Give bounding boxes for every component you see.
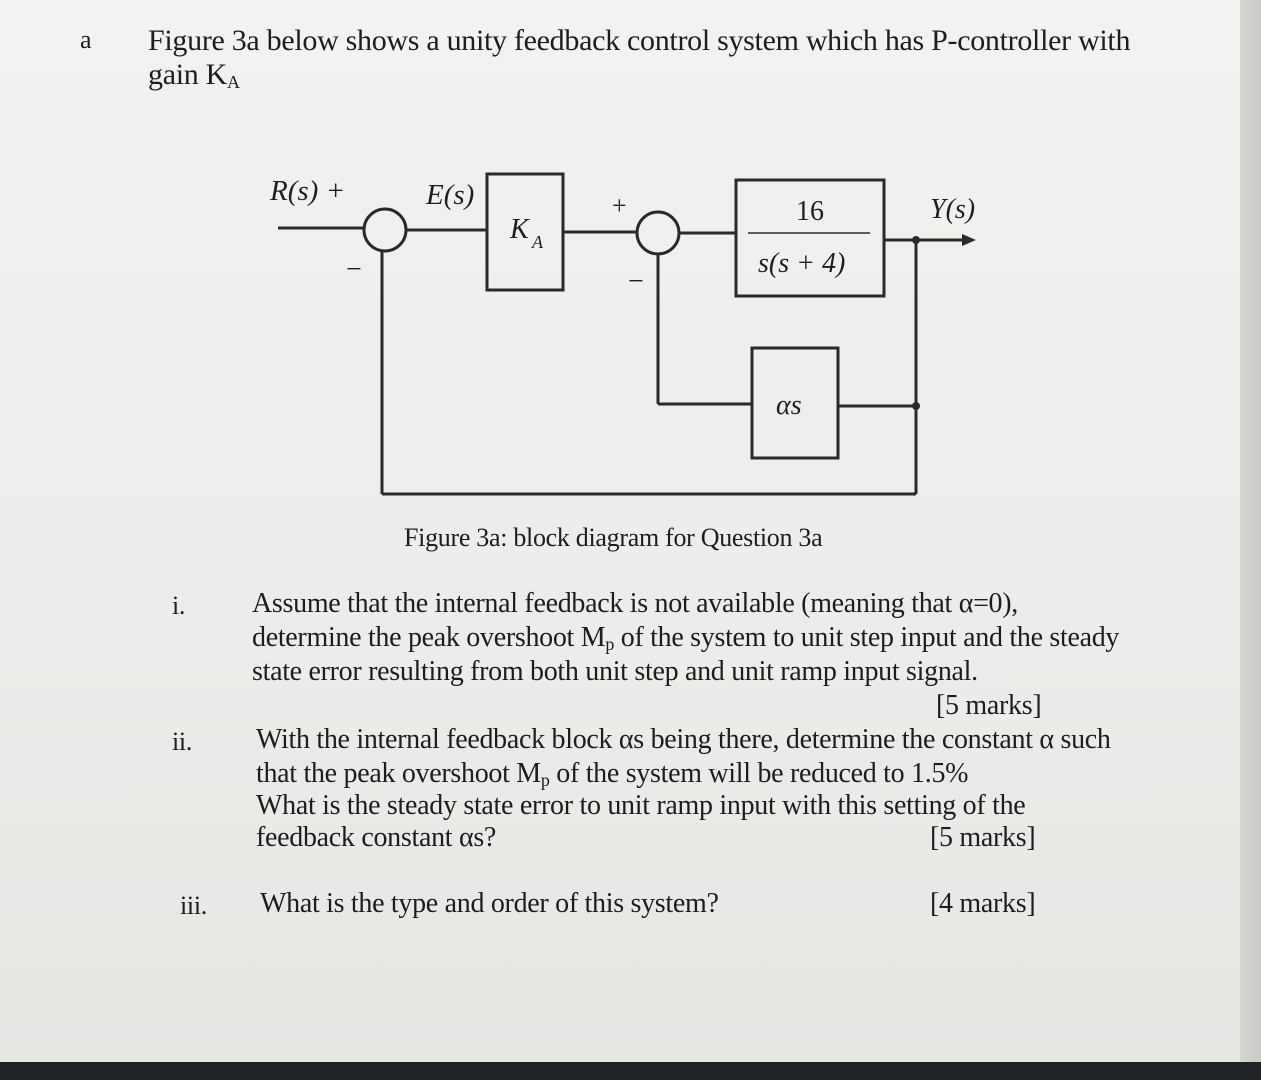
pickoff-point-1: [912, 236, 920, 244]
feedback-block-label: αs: [776, 390, 802, 421]
part-i-line2-sub: p: [605, 634, 615, 654]
error-label: E(s): [425, 179, 474, 211]
output-label: Y(s): [930, 194, 975, 225]
part-iii-number: iii.: [180, 891, 207, 920]
plus-sign: +: [612, 191, 627, 220]
screen-edge: [1240, 0, 1261, 1062]
pickoff-point-2: [912, 402, 920, 410]
minus-sign-2: −: [628, 266, 644, 297]
gain-text: gain K: [148, 58, 228, 91]
part-i-line2-text: determine the peak overshoot M: [252, 622, 606, 653]
part-i-line1: Assume that the internal feedback is not…: [252, 588, 1018, 619]
part-iii-line1: What is the type and order of this syste…: [260, 888, 719, 919]
part-ii-line3: What is the steady state error to unit r…: [256, 790, 1026, 821]
plant-denominator: s(s + 4): [758, 248, 845, 279]
part-ii-line2-sub: p: [540, 770, 550, 790]
gain-label: K: [509, 214, 530, 245]
part-ii-marks: [5 marks]: [930, 822, 1036, 853]
plant-numerator: 16: [796, 196, 824, 227]
gain-subscript: A: [227, 72, 240, 92]
monitor-bezel: [0, 1062, 1261, 1080]
gain-label-sub: A: [531, 232, 544, 252]
part-ii-line1: With the internal feedback block αs bein…: [256, 724, 1111, 755]
part-i-line3: state error resulting from both unit ste…: [252, 656, 978, 687]
part-i-number: i.: [172, 591, 186, 620]
part-iii-marks: [4 marks]: [930, 888, 1036, 919]
part-ii-line2-rest: of the system will be reduced to 1.5%: [549, 758, 969, 789]
figure-caption: Figure 3a: block diagram for Question 3a: [404, 523, 823, 552]
part-ii-line4: feedback constant αs?: [256, 822, 497, 853]
part-ii-number: ii.: [172, 727, 193, 756]
question-intro-line2: gain KA: [148, 58, 240, 99]
question-label: a: [80, 25, 92, 54]
part-i-line2: determine the peak overshoot Mp of the s…: [252, 622, 1119, 660]
input-label: R(s) +: [269, 175, 345, 207]
summing-junction-2: [635, 210, 681, 256]
document-page: [0, 0, 1240, 1062]
part-i-marks: [5 marks]: [936, 690, 1042, 721]
minus-sign-1: −: [346, 254, 362, 285]
part-ii-line2-text: that the peak overshoot M: [256, 758, 541, 789]
part-ii-line2: that the peak overshoot Mp of the system…: [256, 758, 968, 796]
summing-junction-1: [362, 207, 408, 253]
output-arrow: [962, 234, 976, 246]
part-i-line2-rest: of the system to unit step input and the…: [614, 622, 1120, 653]
block-diagram: R(s) + E(s) K A + − − 16 s(s + 4) Y(s) α…: [269, 172, 976, 496]
question-intro-line1: Figure 3a below shows a unity feedback c…: [148, 24, 1131, 57]
plant-block: [734, 178, 886, 298]
